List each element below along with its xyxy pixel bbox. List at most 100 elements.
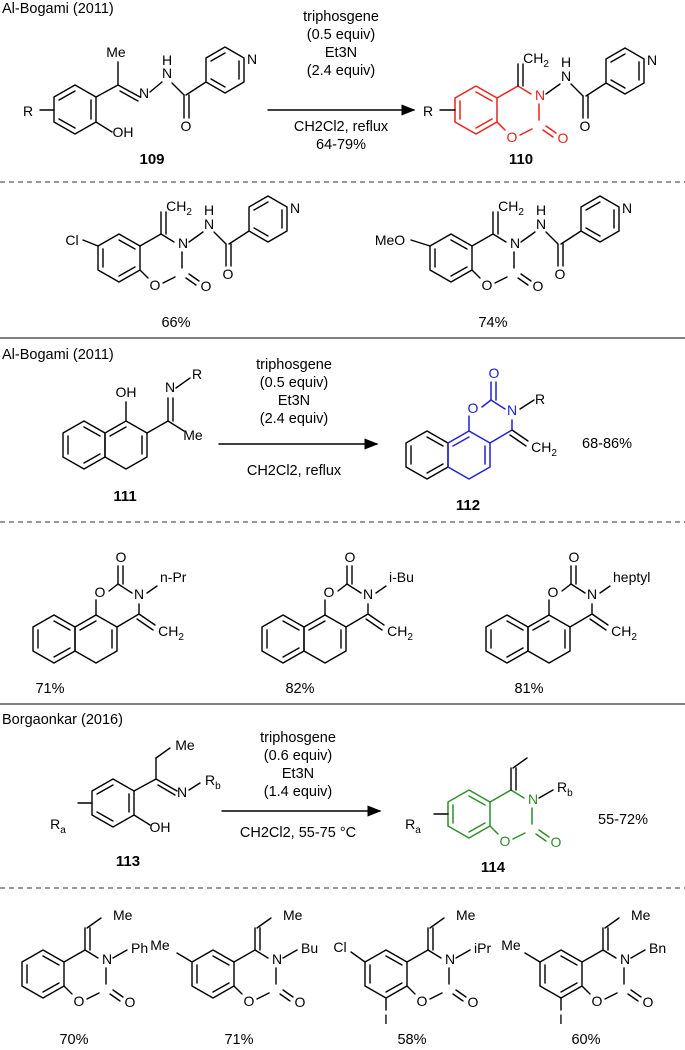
conditions-2: triphosgene (0.5 equiv) Et3N (2.4 equiv)… (247, 357, 342, 479)
svg-text:N: N (102, 951, 112, 967)
svg-text:N: N (134, 586, 144, 602)
example-1b-substituent: MeO (375, 232, 405, 248)
section-3-header: Borgaonkar (2016) (2, 712, 123, 728)
example-3b-structure: Me Me N O O Bu (150, 907, 318, 1010)
example-2a-substituent: n-Pr (160, 569, 187, 585)
svg-text:triphosgene: triphosgene (260, 730, 336, 746)
example-2a-yield: 71% (35, 681, 64, 697)
svg-text:CH2: CH2 (158, 623, 184, 643)
section-3: Borgaonkar (2016) Me N Rb OH Ra 113 trip… (0, 712, 685, 1048)
svg-text:CH2Cl2, reflux: CH2Cl2, reflux (247, 463, 342, 479)
compound-114-structure: N O O Rb Ra (405, 757, 573, 850)
svg-text:N: N (620, 951, 630, 967)
svg-text:O: O (533, 278, 544, 294)
svg-text:Cl: Cl (333, 939, 346, 955)
svg-text:Me: Me (106, 44, 126, 60)
svg-text:N: N (445, 951, 455, 967)
svg-text:Ra: Ra (50, 816, 66, 836)
example-3d-yield: 60% (571, 1032, 600, 1048)
conditions-1: triphosgene (0.5 equiv) Et3N (2.4 equiv)… (294, 9, 389, 153)
svg-text:triphosgene: triphosgene (303, 9, 379, 25)
svg-text:N: N (535, 87, 545, 103)
svg-text:Rb: Rb (205, 772, 221, 792)
svg-text:N: N (622, 200, 632, 216)
svg-text:O: O (500, 833, 511, 849)
compound-109-structure: Me N N H O N R OH (23, 44, 257, 140)
compound-113-label: 113 (116, 853, 140, 870)
svg-text:O: O (592, 993, 603, 1009)
svg-text:O: O (468, 400, 479, 416)
svg-text:Me: Me (113, 907, 133, 923)
svg-text:R: R (535, 391, 545, 407)
example-2c-structure: O O N CH2 heptyl (485, 549, 650, 664)
svg-text:N: N (561, 68, 571, 84)
example-3b-yield: 71% (224, 1032, 253, 1048)
svg-text:N: N (290, 200, 300, 216)
svg-text:N: N (178, 235, 188, 251)
compound-112-label: 112 (456, 497, 480, 514)
svg-text:OH: OH (113, 124, 134, 140)
svg-text:O: O (181, 118, 192, 134)
svg-text:CH2: CH2 (531, 439, 557, 459)
svg-text:64-79%: 64-79% (316, 137, 366, 153)
example-1b-yield: 74% (478, 315, 507, 331)
svg-text:(1.4 equiv): (1.4 equiv) (264, 784, 333, 800)
example-3d-structure: Me Me I N O O Bn (501, 907, 666, 1027)
svg-text:N: N (536, 216, 546, 232)
example-3a-structure: Me N O O Ph (21, 907, 148, 1010)
section-2-header: Al-Bogami (2011) (2, 347, 114, 363)
svg-text:O: O (555, 266, 566, 282)
svg-text:O: O (507, 129, 518, 145)
compound-111-structure: OH N R Me (62, 366, 203, 470)
svg-text:(0.5 equiv): (0.5 equiv) (260, 375, 329, 391)
svg-text:I: I (384, 1011, 388, 1027)
section-1: Al-Bogami (2011) Me N N H (0, 1, 685, 331)
section-3-overall-yield: 55-72% (598, 812, 648, 828)
svg-text:O: O (95, 584, 106, 600)
compound-113-structure: Me N Rb OH Ra (50, 737, 221, 836)
svg-text:Me: Me (456, 907, 476, 923)
svg-text:OH: OH (116, 384, 137, 400)
svg-text:N: N (528, 791, 538, 807)
svg-text:O: O (345, 549, 356, 565)
svg-text:triphosgene: triphosgene (256, 357, 332, 373)
svg-text:Ra: Ra (405, 816, 421, 836)
compound-110-structure: CH2 N O O N H O N R (423, 47, 657, 146)
example-3a-substituent: Ph (131, 940, 148, 956)
svg-text:O: O (468, 994, 479, 1010)
svg-text:N: N (204, 216, 214, 232)
svg-text:N: N (510, 235, 520, 251)
svg-text:H: H (561, 54, 571, 70)
svg-text:Me: Me (283, 907, 303, 923)
svg-text:O: O (551, 834, 562, 850)
svg-text:O: O (643, 994, 654, 1010)
svg-text:CH2Cl2, reflux: CH2Cl2, reflux (294, 119, 389, 135)
example-3c-yield: 58% (397, 1032, 426, 1048)
example-1b-structure: CH2 N O O N H O N MeO (375, 195, 632, 294)
svg-text:O: O (150, 277, 161, 293)
svg-text:H: H (204, 202, 214, 218)
compound-114-label: 114 (481, 859, 506, 876)
svg-text:Et3N: Et3N (282, 766, 314, 782)
svg-text:N: N (647, 52, 657, 68)
example-2b-substituent: i-Bu (389, 569, 414, 585)
svg-text:O: O (558, 130, 569, 146)
example-2a-structure: O O N CH2 n-Pr (32, 549, 187, 664)
svg-text:CH2: CH2 (523, 50, 549, 70)
example-2c-yield: 81% (514, 681, 543, 697)
example-1a-structure: CH2 N O O N H O N Cl (65, 195, 300, 294)
svg-text:(0.6 equiv): (0.6 equiv) (264, 748, 333, 764)
svg-text:Me: Me (631, 907, 651, 923)
svg-text:O: O (244, 993, 255, 1009)
svg-text:H: H (536, 202, 546, 218)
svg-text:N: N (272, 951, 282, 967)
svg-text:N: N (165, 379, 175, 395)
example-3b-substituent: Bu (301, 940, 318, 956)
svg-text:Et3N: Et3N (325, 45, 357, 61)
svg-text:OH: OH (150, 819, 171, 835)
svg-text:N: N (363, 586, 373, 602)
svg-text:CH2: CH2 (387, 623, 413, 643)
compound-110-label: 110 (509, 151, 533, 168)
svg-text:Et3N: Et3N (278, 393, 310, 409)
